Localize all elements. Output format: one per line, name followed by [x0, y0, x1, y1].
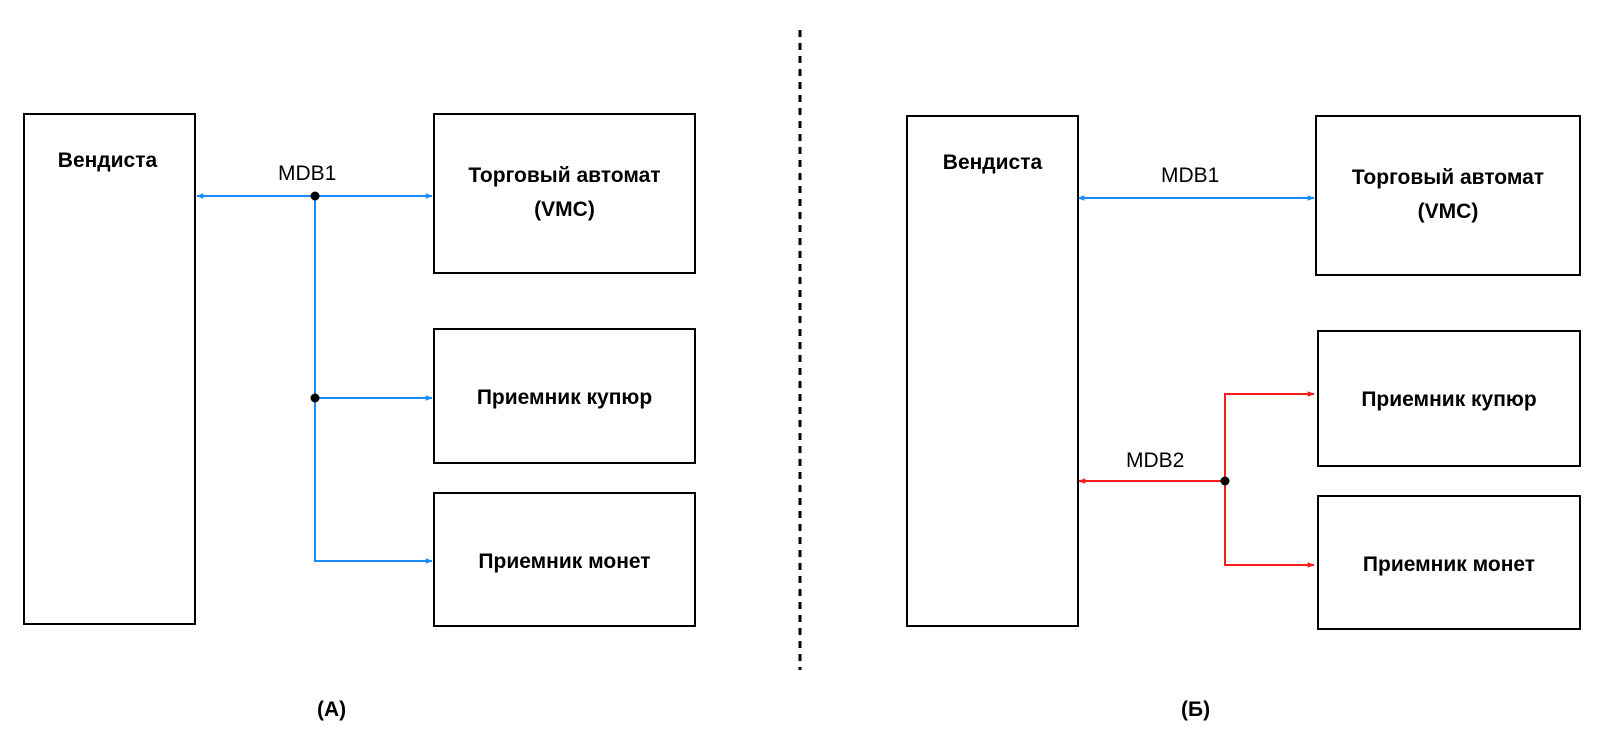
- a-coin-acceptor-box: Приемник монет: [433, 492, 696, 627]
- a-vendista-label: Вендиста: [57, 149, 158, 172]
- b-vendista-label: Вендиста: [942, 151, 1043, 174]
- b-vmc-label-line1: Торговый автомат: [1351, 166, 1545, 189]
- b-vendista-box: Вендиста: [906, 115, 1079, 627]
- b-bill-acceptor-label: Приемник купюр: [1361, 388, 1537, 411]
- a-vmc-label-line2: (VMC): [534, 198, 595, 221]
- a-bill-acceptor-box: Приемник купюр: [433, 328, 696, 464]
- b-caption: (Б): [1181, 698, 1211, 721]
- a-vendista-box: Вендиста: [23, 113, 196, 625]
- b-junction: [1220, 476, 1230, 486]
- a-vmc-box: Торговый автомат (VMC): [433, 113, 696, 274]
- b-coin-acceptor-label: Приемник монет: [1362, 553, 1536, 576]
- a-bill-acceptor-label: Приемник купюр: [476, 386, 653, 409]
- panel-a-mdb1-bus: [196, 193, 433, 564]
- b-coin-acceptor-box: Приемник монет: [1317, 495, 1581, 630]
- a-coin-acceptor-label: Приемник монет: [478, 550, 651, 573]
- a-junction-middle: [310, 393, 320, 403]
- b-mdb2-label: MDB2: [1126, 449, 1185, 472]
- b-bill-acceptor-box: Приемник купюр: [1317, 330, 1581, 467]
- b-mdb1-label: MDB1: [1161, 164, 1220, 187]
- a-junction-top: [310, 191, 320, 201]
- a-mdb1-label: MDB1: [278, 162, 337, 185]
- a-caption: (А): [317, 698, 347, 721]
- b-vmc-label-line2: (VMC): [1417, 200, 1479, 223]
- a-vmc-label-line1: Торговый автомат: [468, 164, 661, 187]
- panel-b-mdb2-bus: [1078, 391, 1315, 568]
- b-vmc-box: Торговый автомат (VMC): [1315, 115, 1581, 276]
